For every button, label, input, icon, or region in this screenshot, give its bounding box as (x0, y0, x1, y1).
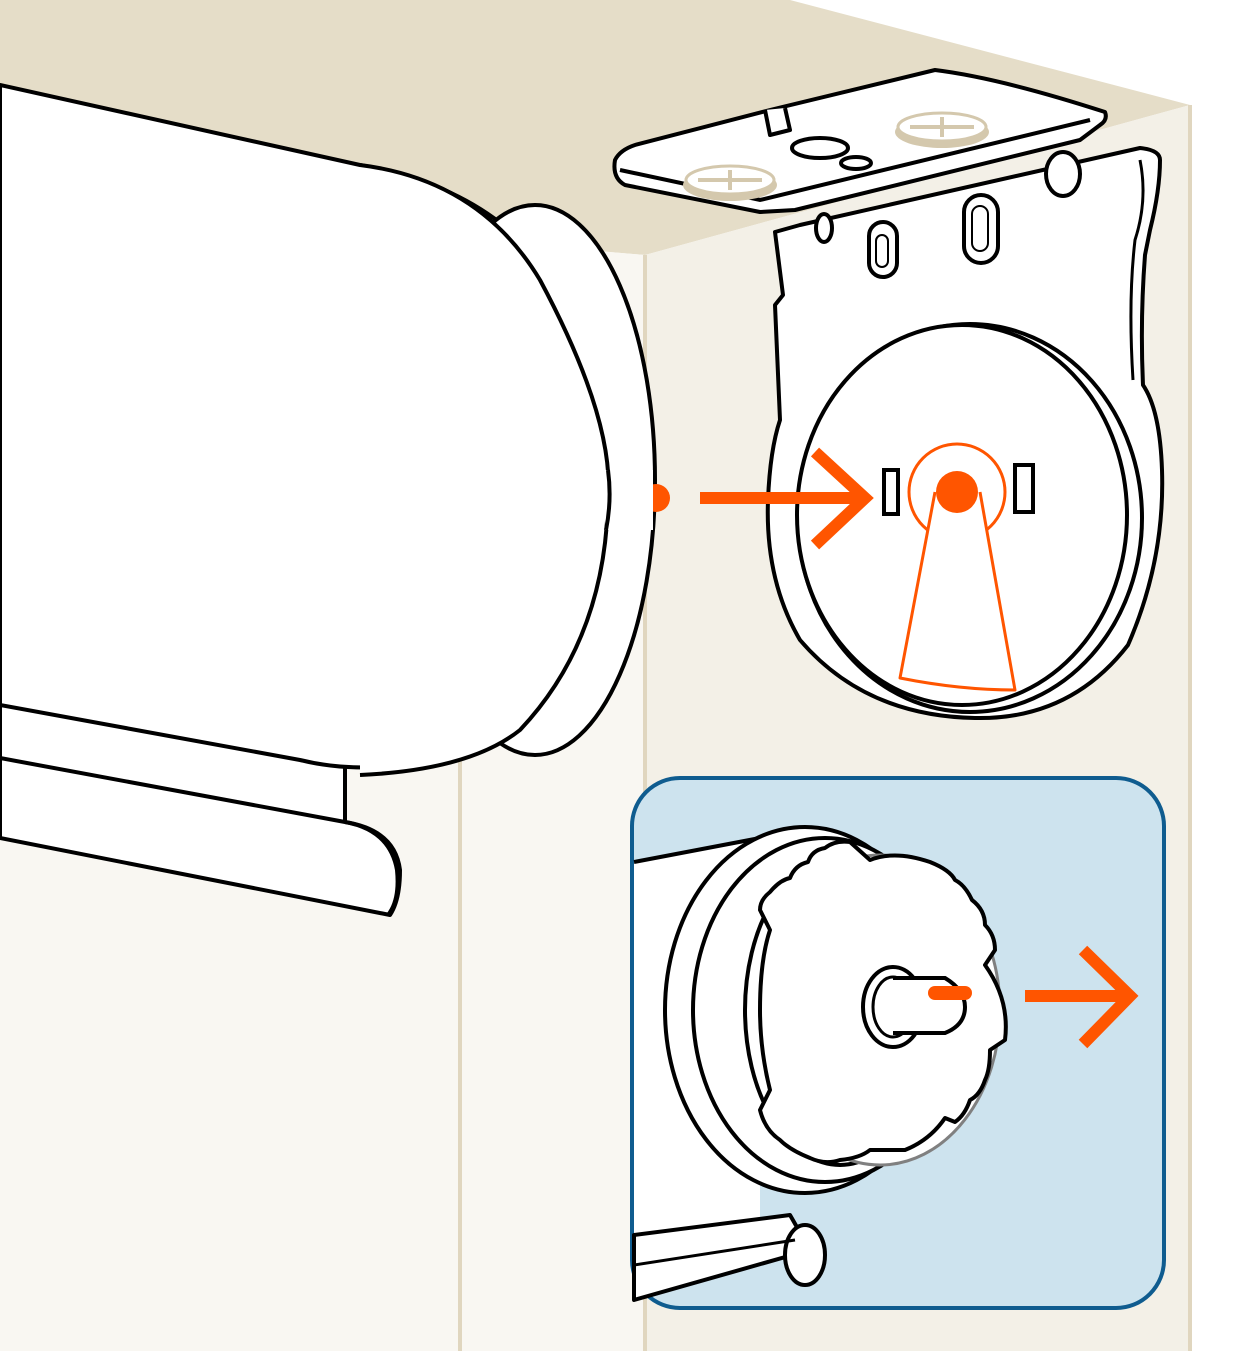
pin-out-arrow (1025, 945, 1139, 1049)
roller-tube (0, 83, 670, 777)
end-plug-detail (630, 776, 1166, 1310)
bracket-screw-right (895, 111, 989, 148)
pin-socket (882, 442, 1035, 692)
insert-arrow (700, 447, 874, 550)
bracket-screw-left (683, 164, 777, 201)
